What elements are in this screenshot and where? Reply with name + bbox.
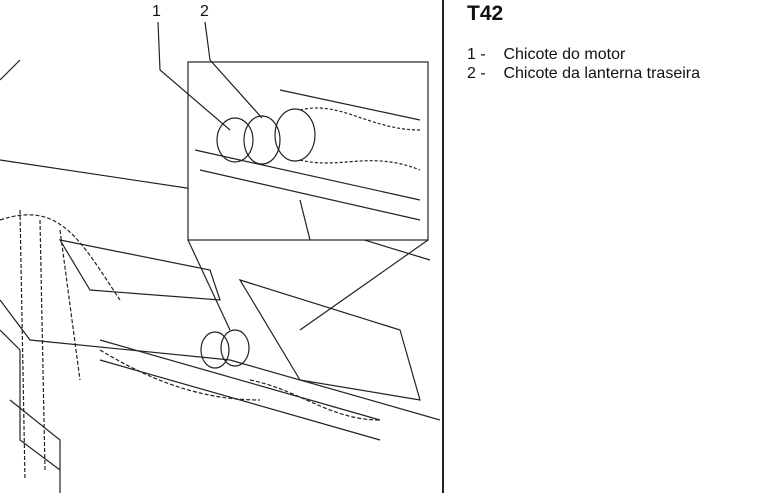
- legend: 1 - Chicote do motor 2 - Chicote da lant…: [467, 45, 700, 83]
- legend-number: 2: [467, 65, 476, 82]
- legend-label: Chicote da lanterna traseira: [503, 65, 701, 82]
- legend-item: 2 - Chicote da lanterna traseira: [467, 64, 700, 83]
- legend-number: 1: [467, 46, 476, 63]
- figure-code: T42: [467, 2, 504, 25]
- legend-label: Chicote do motor: [503, 46, 626, 63]
- wiring-harness-illustration: 1 2: [0, 3, 441, 493]
- column-divider: [442, 0, 444, 493]
- legend-separator: -: [480, 65, 486, 82]
- legend-item: 1 - Chicote do motor: [467, 45, 700, 64]
- callout-2: 2: [200, 3, 209, 20]
- callout-1: 1: [152, 3, 161, 20]
- legend-separator: -: [480, 46, 486, 63]
